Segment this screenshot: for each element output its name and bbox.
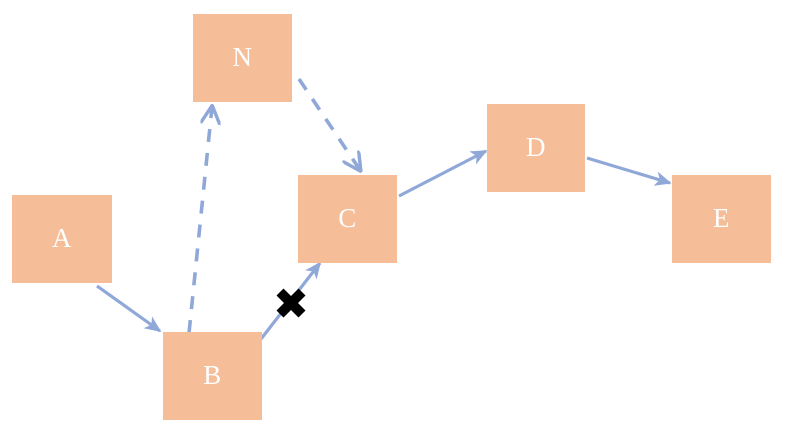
edge-d-to-e (586, 156, 672, 186)
edge-a-to-b (96, 284, 162, 333)
edge-n-to-c (297, 77, 360, 170)
node-n[interactable]: N (193, 14, 292, 102)
node-c[interactable]: C (298, 175, 397, 263)
node-c-label: C (338, 202, 357, 233)
edge-b-to-c (259, 261, 322, 340)
node-b-label: B (203, 359, 222, 390)
node-e-label: E (713, 202, 730, 233)
node-d[interactable]: D (487, 104, 585, 192)
node-b[interactable]: B (163, 332, 262, 420)
node-n-label: N (232, 41, 253, 72)
node-d-label: D (526, 131, 546, 162)
node-a-label: A (52, 222, 72, 253)
edge-c-to-d (398, 149, 488, 198)
edge-b-to-n (187, 107, 212, 334)
node-e[interactable]: E (672, 175, 771, 263)
node-a[interactable]: A (12, 195, 112, 283)
